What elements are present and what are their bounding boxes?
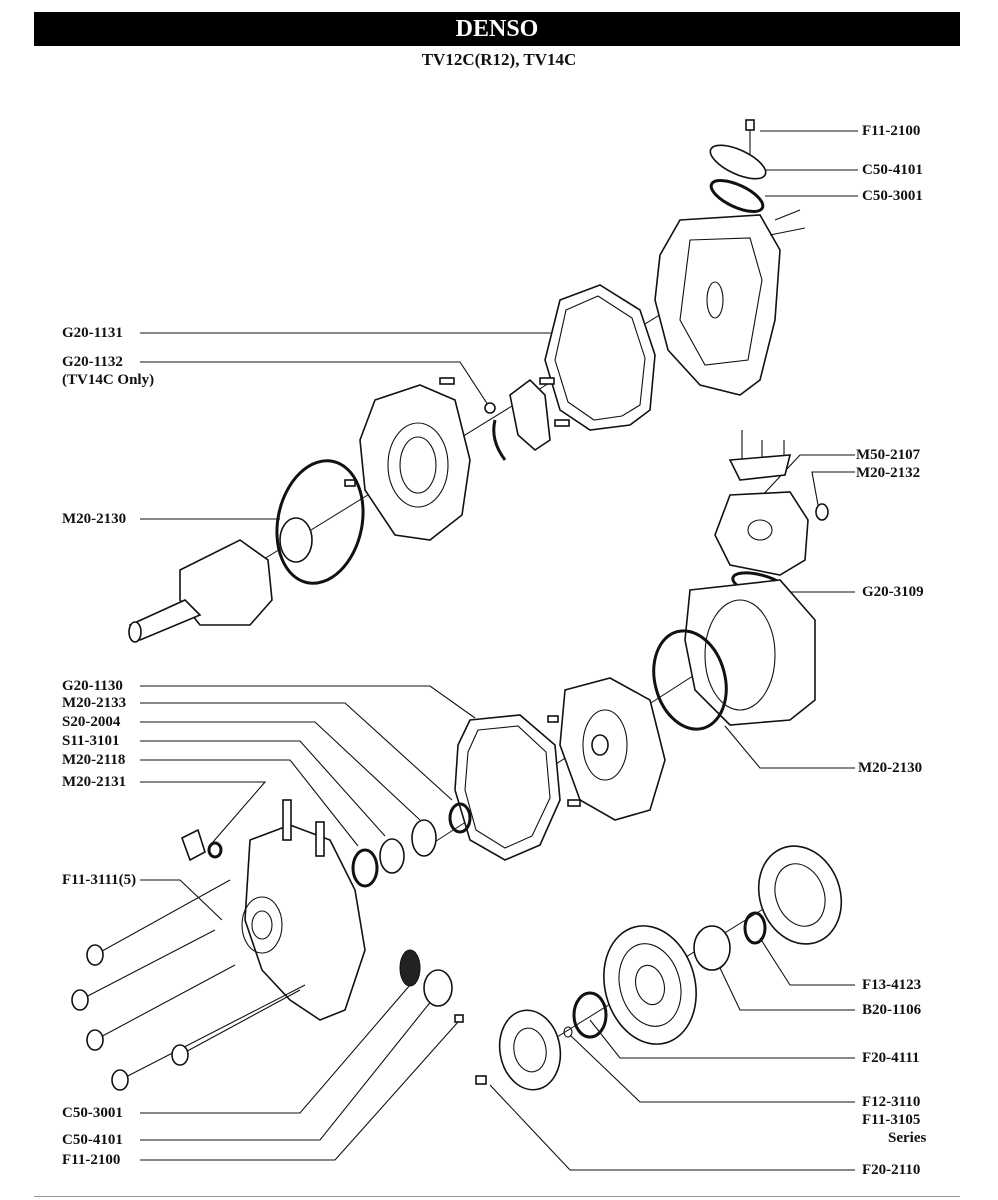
head-gasket-g20-1131 bbox=[544, 284, 656, 431]
label-m20-2130-right: M20-2130 bbox=[858, 760, 923, 776]
brand-title: DENSO bbox=[455, 16, 539, 42]
label-c50-4101-top: C50-4101 bbox=[862, 162, 923, 178]
label-f11-2100-bottom: F11-2100 bbox=[62, 1152, 121, 1168]
through-bolts bbox=[71, 879, 306, 1091]
needle-bearing bbox=[279, 517, 313, 563]
o-ring-m20-2130-top bbox=[275, 459, 365, 585]
front-housing bbox=[241, 799, 366, 1021]
clutch-assembly bbox=[475, 845, 843, 1091]
label-m20-2132: M20-2132 bbox=[856, 465, 921, 481]
label-f12-3110: F12-3110 bbox=[862, 1094, 921, 1110]
label-series: Series bbox=[888, 1130, 927, 1146]
label-f20-2110: F20-2110 bbox=[862, 1162, 921, 1178]
label-m50-2107: M50-2107 bbox=[856, 447, 921, 463]
label-g20-1130: G20-1130 bbox=[62, 678, 123, 694]
label-c50-3001-bottom: C50-3001 bbox=[62, 1105, 123, 1121]
seal-ring-stack bbox=[181, 802, 472, 888]
leader-lines bbox=[140, 130, 858, 1171]
shaft-rotor-assembly bbox=[128, 539, 273, 643]
label-m20-2131: M20-2131 bbox=[62, 774, 127, 790]
bottom-rule bbox=[34, 1196, 960, 1197]
label-b20-1106: B20-1106 bbox=[862, 1002, 922, 1018]
cylinder-head-plate bbox=[344, 377, 471, 541]
cover-gasket-top bbox=[709, 179, 765, 213]
label-f11-2100-top: F11-2100 bbox=[862, 123, 921, 139]
cylinder-block bbox=[684, 579, 816, 726]
label-g20-1132-note: (TV14C Only) bbox=[62, 372, 155, 388]
label-f11-3105: F11-3105 bbox=[862, 1112, 921, 1128]
label-g20-1132: G20-1132 bbox=[62, 354, 123, 370]
valve-plate-small-parts bbox=[484, 377, 570, 461]
label-f20-4111: F20-4111 bbox=[862, 1050, 920, 1066]
rear-head-housing bbox=[654, 209, 806, 396]
model-subtitle: TV12C(R12), TV14C bbox=[421, 50, 577, 69]
label-g20-1131: G20-1131 bbox=[62, 325, 123, 341]
label-c50-3001-top: C50-3001 bbox=[862, 188, 923, 204]
label-s11-3101: S11-3101 bbox=[62, 733, 120, 749]
brand-title-bar: DENSO bbox=[34, 12, 960, 46]
o-ring-m20-2130-right bbox=[652, 629, 728, 731]
cover-plate-bottom bbox=[423, 969, 453, 1007]
label-s20-2004: S20-2004 bbox=[62, 714, 121, 730]
label-m20-2130-top: M20-2130 bbox=[62, 511, 127, 527]
label-c50-4101-bottom: C50-4101 bbox=[62, 1132, 123, 1148]
cover-plate-top bbox=[709, 144, 767, 180]
front-cylinder-head bbox=[547, 677, 666, 821]
cover-gasket-bottom bbox=[399, 949, 421, 987]
label-m20-2118: M20-2118 bbox=[62, 752, 126, 768]
label-f11-3111: F11-3111(5) bbox=[62, 872, 137, 888]
label-m20-2133: M20-2133 bbox=[62, 695, 127, 711]
label-f13-4123: F13-4123 bbox=[862, 977, 922, 993]
front-gasket-g20-1130 bbox=[454, 714, 561, 861]
bottom-screw bbox=[454, 1014, 464, 1023]
control-valve-block bbox=[714, 430, 829, 576]
label-g20-3109: G20-3109 bbox=[862, 584, 924, 600]
